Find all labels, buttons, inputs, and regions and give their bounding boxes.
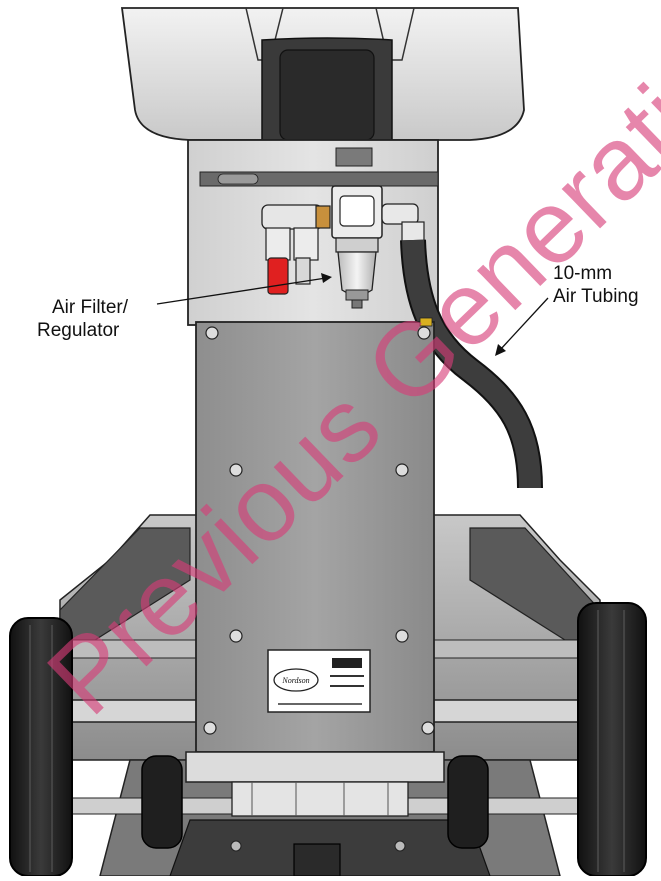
base-housing — [141, 751, 489, 877]
air-filter-regulator — [331, 185, 425, 309]
air-inlet-fittings — [261, 204, 331, 295]
left-wheel — [9, 617, 73, 877]
air-filter-label-line1: Air Filter/ — [52, 297, 128, 318]
air-tubing-label: 10-mm Air Tubing — [553, 262, 639, 308]
hopper — [120, 7, 525, 141]
identification-plate: Nordson — [267, 649, 371, 713]
air-filter-label-line2: Regulator — [37, 320, 120, 341]
air-filter-label: Air Filter/ Regulator — [37, 296, 128, 342]
plate-brand-text: Nordson — [281, 676, 309, 685]
callout-leaders — [156, 273, 549, 356]
air-tubing-label-line1: 10-mm — [553, 263, 613, 284]
right-wheel — [577, 602, 647, 877]
air-tubing-label-line2: Air Tubing — [553, 286, 639, 307]
air-tubing — [400, 239, 543, 489]
